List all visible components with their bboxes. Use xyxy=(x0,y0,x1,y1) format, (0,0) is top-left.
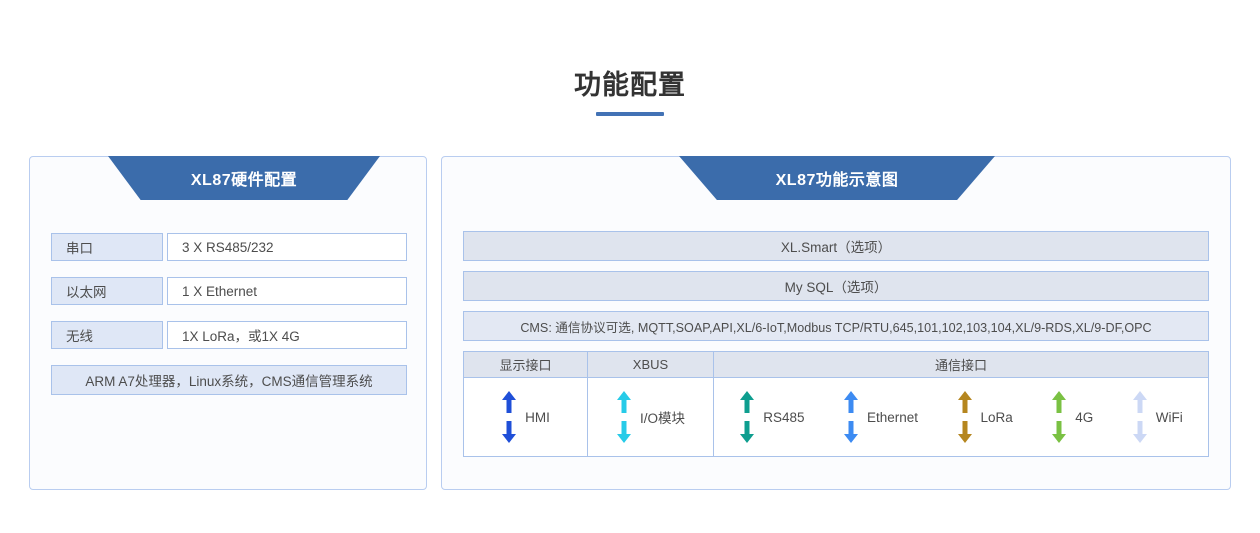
interface-header-display: 显示接口 xyxy=(464,352,588,377)
interface-item: HMI xyxy=(501,390,550,444)
spec-row: 以太网 1 X Ethernet xyxy=(51,277,407,305)
interface-table-body: HMI I/O模块 xyxy=(464,378,1208,456)
spec-label: 以太网 xyxy=(51,277,163,305)
interface-item-label: 4G xyxy=(1075,409,1094,425)
bidirectional-arrow-icon xyxy=(616,390,632,444)
function-diagram-panel: XL87功能示意图 XL.Smart（选项） My SQL（选项） CMS: 通… xyxy=(441,156,1231,490)
interface-item-label: HMI xyxy=(525,409,550,425)
interface-item-label: LoRa xyxy=(980,409,1013,425)
spec-label: 串口 xyxy=(51,233,163,261)
bidirectional-arrow-icon xyxy=(501,390,517,444)
arrow-up-icon xyxy=(843,391,858,413)
hardware-platform-note: ARM A7处理器，Linux系统，CMS通信管理系统 xyxy=(51,365,407,395)
arrow-up-icon xyxy=(1132,391,1147,413)
page-title-block: 功能配置 xyxy=(0,68,1260,116)
interface-item-label: RS485 xyxy=(763,409,805,425)
interface-table: 显示接口 XBUS 通信接口 HMI xyxy=(463,351,1209,457)
arrow-up-icon xyxy=(740,391,755,413)
interface-header-xbus: XBUS xyxy=(588,352,714,377)
arrow-down-icon xyxy=(502,421,517,443)
bidirectional-arrow-icon xyxy=(739,390,755,444)
interface-cell-display: HMI xyxy=(464,378,588,456)
interface-item: RS485 xyxy=(739,390,805,444)
interface-item-label: WiFi xyxy=(1155,409,1183,425)
bidirectional-arrow-icon xyxy=(957,390,973,444)
interface-header-communication: 通信接口 xyxy=(934,358,987,373)
interface-item: I/O模块 xyxy=(616,390,685,444)
function-diagram-banner: XL87功能示意图 xyxy=(679,156,995,200)
spec-value: 3 X RS485/232 xyxy=(167,233,407,261)
arrow-down-icon xyxy=(843,421,858,443)
title-underline xyxy=(596,112,664,116)
arrow-up-icon xyxy=(616,391,631,413)
interface-cell-xbus: I/O模块 xyxy=(588,378,714,456)
interface-item: 4G xyxy=(1051,390,1093,444)
hardware-config-panel: XL87硬件配置 串口 3 X RS485/232 以太网 1 X Ethern… xyxy=(29,156,427,490)
interface-item: LoRa xyxy=(957,390,1013,444)
software-layer-mysql: My SQL（选项） xyxy=(463,271,1209,301)
arrow-down-icon xyxy=(957,421,972,443)
arrow-up-icon xyxy=(957,391,972,413)
interface-item: Ethernet xyxy=(843,390,918,444)
bidirectional-arrow-icon xyxy=(843,390,859,444)
interface-table-header: 显示接口 XBUS 通信接口 xyxy=(464,352,1208,378)
function-stack: XL.Smart（选项） My SQL（选项） CMS: 通信协议可选, MQT… xyxy=(463,231,1209,457)
spec-value: 1X LoRa，或1X 4G xyxy=(167,321,407,349)
page-title: 功能配置 xyxy=(574,70,686,100)
software-layer-cms: CMS: 通信协议可选, MQTT,SOAP,API,XL/6-IoT,Modb… xyxy=(463,311,1209,341)
interface-item-label: I/O模块 xyxy=(639,411,685,426)
hardware-config-banner: XL87硬件配置 xyxy=(108,156,380,200)
spec-row: 串口 3 X RS485/232 xyxy=(51,233,407,261)
arrow-up-icon xyxy=(502,391,517,413)
interface-cell-communication: RS485 Ethernet xyxy=(714,378,1208,456)
interface-item-label: Ethernet xyxy=(866,409,919,425)
software-layer-xlsmart: XL.Smart（选项） xyxy=(463,231,1209,261)
arrow-up-icon xyxy=(1052,391,1067,413)
spec-label: 无线 xyxy=(51,321,163,349)
hardware-spec-list: 串口 3 X RS485/232 以太网 1 X Ethernet 无线 1X … xyxy=(51,233,407,395)
arrow-down-icon xyxy=(1132,421,1147,443)
spec-row: 无线 1X LoRa，或1X 4G xyxy=(51,321,407,349)
arrow-down-icon xyxy=(740,421,755,443)
arrow-down-icon xyxy=(1052,421,1067,443)
bidirectional-arrow-icon xyxy=(1051,390,1067,444)
interface-item: WiFi xyxy=(1132,390,1183,444)
spec-value: 1 X Ethernet xyxy=(167,277,407,305)
bidirectional-arrow-icon xyxy=(1132,390,1148,444)
arrow-down-icon xyxy=(616,421,631,443)
